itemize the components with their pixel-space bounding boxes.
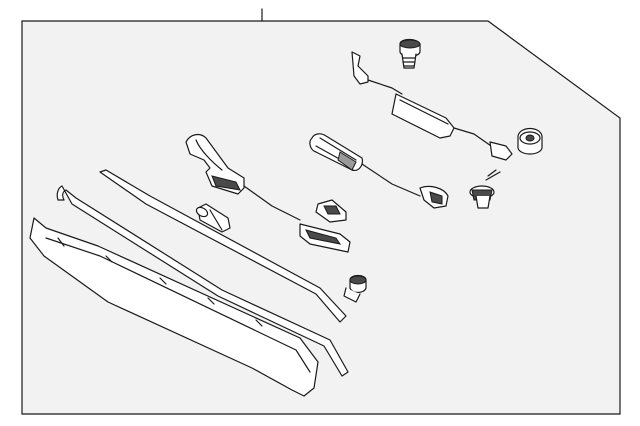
garnish-panel	[29, 217, 319, 397]
small-clip	[315, 199, 347, 223]
release-handle	[185, 133, 351, 253]
plug-part	[195, 203, 231, 233]
lower-screw	[343, 274, 367, 303]
diagram-frame	[21, 20, 621, 415]
lock-actuator-assembly	[351, 51, 513, 161]
washer-screw	[469, 169, 501, 209]
cylinder-switch	[309, 133, 449, 209]
seal-strip-lower	[56, 185, 349, 377]
upper-screw	[399, 38, 421, 69]
nut	[517, 127, 543, 155]
seal-strip-upper	[99, 169, 347, 323]
